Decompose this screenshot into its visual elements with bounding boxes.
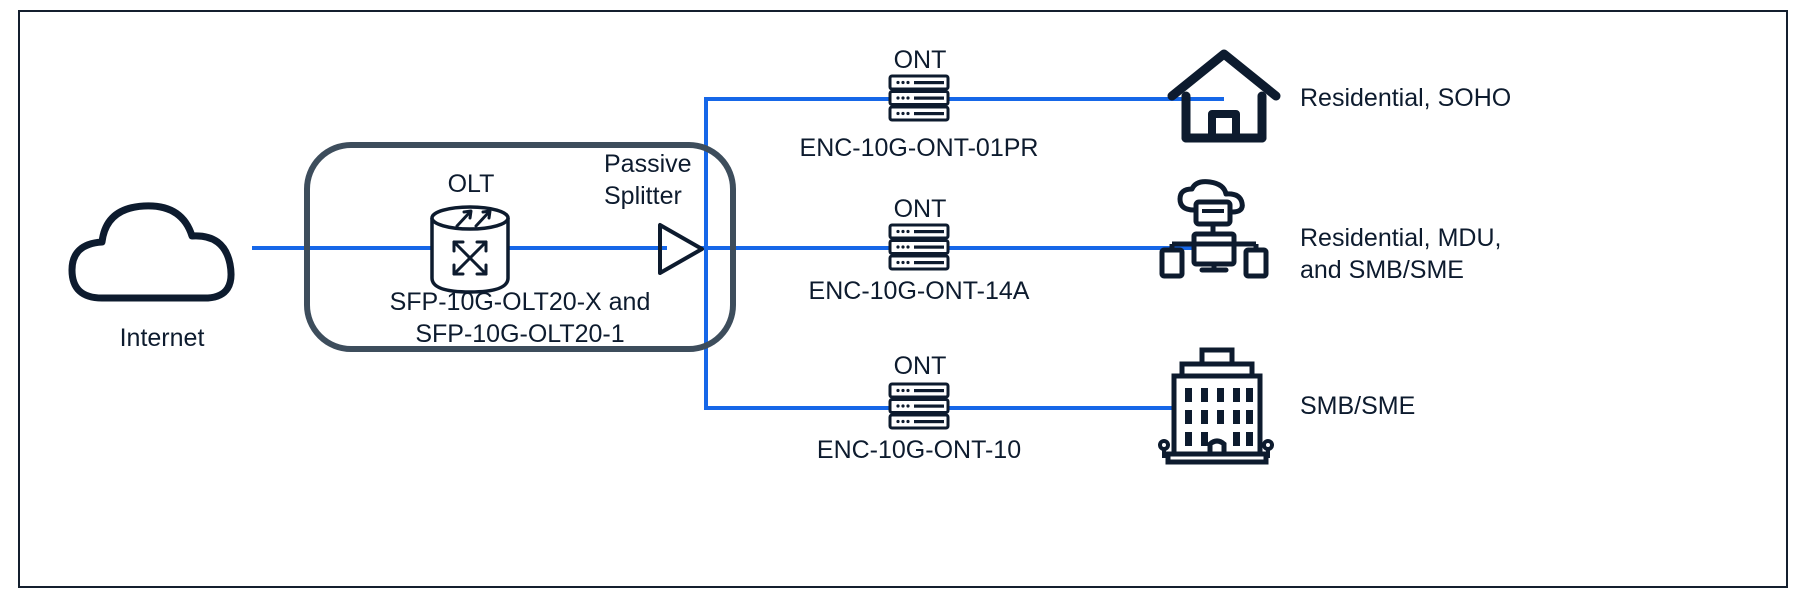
endpoint-label-3: SMB/SME bbox=[1300, 392, 1416, 420]
link-branch-1-right bbox=[946, 97, 1224, 101]
ont-label-1: ONT bbox=[893, 46, 947, 74]
olt-box bbox=[304, 142, 736, 352]
passive-splitter-node bbox=[656, 222, 706, 276]
splitter-label-line-1: Passive bbox=[604, 150, 692, 178]
ont-label-3: ONT bbox=[893, 352, 947, 380]
ont-label-2: ONT bbox=[893, 195, 947, 223]
link-branch-1-left bbox=[704, 97, 894, 101]
link-branch-3-right bbox=[946, 406, 1186, 410]
ont-node-3 bbox=[888, 382, 950, 430]
endpoint-node-2 bbox=[1158, 179, 1292, 294]
triangle-splitter-icon bbox=[658, 223, 704, 275]
ont-part-2: ENC-10G-ONT-14A bbox=[808, 277, 1030, 305]
ont-node-2 bbox=[888, 223, 950, 271]
cloud-icon bbox=[68, 202, 235, 302]
link-internet-to-olt bbox=[252, 246, 432, 250]
ont-part-3: ENC-10G-ONT-10 bbox=[816, 436, 1022, 464]
link-branch-3-left bbox=[704, 406, 894, 410]
internet-label: Internet bbox=[119, 324, 205, 352]
link-olt-to-splitter bbox=[487, 246, 667, 250]
endpoint-node-3 bbox=[1158, 347, 1274, 468]
olt-box-outline bbox=[304, 142, 736, 352]
olt-part-line-1: SFP-10G-OLT20-X and bbox=[389, 288, 651, 316]
ont-stack-icon bbox=[888, 74, 950, 122]
link-vertical-riser bbox=[704, 97, 708, 410]
olt-part-line-2: SFP-10G-OLT20-1 bbox=[415, 320, 625, 348]
endpoint-label-2-line-1: Residential, MDU, bbox=[1300, 224, 1502, 252]
workstation-cloud-icon bbox=[1159, 179, 1269, 279]
link-branch-2-right bbox=[946, 246, 1208, 250]
ont-stack-icon bbox=[888, 382, 950, 430]
router-cylinder-icon bbox=[430, 205, 510, 294]
splitter-label-line-2: Splitter bbox=[604, 182, 682, 210]
olt-device-label: OLT bbox=[447, 170, 495, 198]
house-icon bbox=[1167, 49, 1281, 143]
endpoint-label-1: Residential, SOHO bbox=[1300, 84, 1512, 112]
internet-node bbox=[62, 190, 262, 305]
ont-stack-icon bbox=[888, 223, 950, 271]
endpoint-node-1 bbox=[1167, 49, 1281, 143]
ont-node-1 bbox=[888, 74, 950, 122]
endpoint-label-2-line-2: and SMB/SME bbox=[1300, 256, 1464, 284]
office-building-icon bbox=[1158, 347, 1274, 465]
olt-device-node bbox=[424, 202, 516, 294]
ont-part-1: ENC-10G-ONT-01PR bbox=[799, 134, 1039, 162]
link-branch-2-left bbox=[704, 246, 894, 250]
